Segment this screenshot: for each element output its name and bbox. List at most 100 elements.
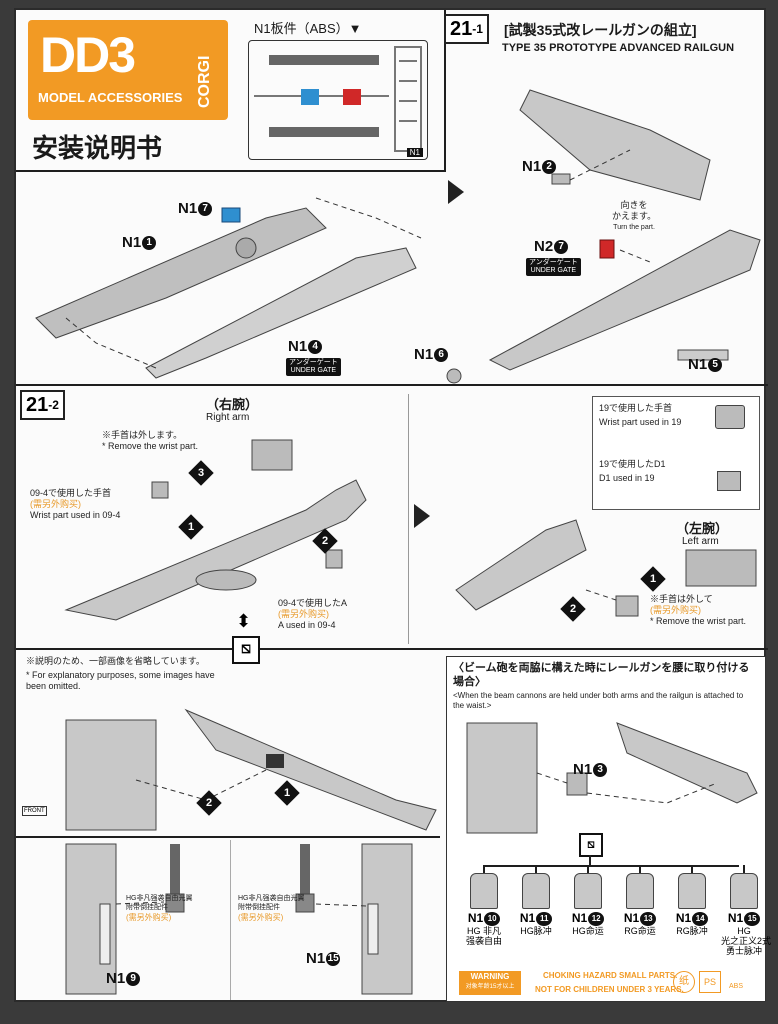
wrist19-callout: 19で使用した手首 Wrist part used in 19 19で使用したD… [592,396,760,510]
runner-sprue-diagram: N1 [248,40,428,160]
waist-title-en: <When the beam cannons are held under bo… [453,691,744,710]
hg-wing-note-a: HG非凡强袭自由光翼 附带倒挂配件 (需另外购买) [126,895,193,922]
railgun-assembly-right [446,89,761,384]
option-part-prefix: N1 [623,911,640,925]
right-arm-label-cn: （右腕） [206,397,259,412]
turn-part-note: 向きを かえます。 Turn the part. [612,200,657,231]
warning-text-1: CHOKING HAZARD SMALL PARTS. [543,971,678,980]
logo-letters: DD3 [40,27,136,83]
up-down-arrow-icon: ⬍ [236,611,252,631]
next-step-arrow-middle [414,504,430,528]
waist-title-jp: 〈ビーム砲を両脇に構えた時にレールガンを腰に取り付ける場合〉 [453,662,750,688]
divider-21-2-vertical [408,394,409,644]
option-stem [587,865,589,873]
option-part-number: 10 [484,911,501,926]
left-arm-label-cn: （左腕） [676,521,729,536]
step-badge-2: 2 [312,528,338,554]
waist-mount-illustration [65,708,437,831]
step-sub: -1 [472,22,483,36]
tree-trunk [589,855,591,865]
runner-label: N1板件（ABS）▼ [254,21,362,36]
warning-text-2: NOT FOR CHILDREN UNDER 3 YEARS. [535,985,684,994]
left-arm-label-en: Left arm [682,536,719,547]
railgun-left-arm-illustration [455,519,757,617]
mount-part-icon [522,873,550,909]
brand-logo: DD3 MODEL ACCESSORIES CORGI [28,20,228,120]
option-part-prefix: N1 [571,911,588,925]
option-stem [691,865,693,873]
tree-bar [483,865,739,867]
step-badge-3: 3 [188,460,214,486]
divider-21-1-bottom [16,384,768,386]
step-badge-waist-2: 2 [196,790,222,816]
d1-19-en: D1 used in 19 [599,473,655,483]
omitted-note-en: * For explanatory purposes, some images … [26,670,215,691]
remove-wrist-note: ※手首は外します。 * Remove the wrist part. [102,430,199,451]
option-part-number: 15 [744,911,761,926]
wing-mount-illustration-right [295,843,413,995]
d1-19-jp: 19で使用したD1 [599,459,666,469]
alternative-icon: ⧅ [232,636,260,664]
manual-title: 安装说明书 [32,133,163,163]
mount-part-icon [678,873,706,909]
runner-tag: N1 [406,148,423,157]
front-icon: FRONT [22,806,47,816]
option-part-prefix: N1 [675,911,692,925]
divider-bottom-left [16,836,440,838]
mount-part-icon [470,873,498,909]
wrist-part-icon [715,405,745,429]
paper-recycle-icon: 纸 [673,971,695,993]
mount-part-icon [730,873,758,909]
header-panel [16,10,446,172]
option-stem [639,865,641,873]
hg-wing-note-b: HG非凡强袭自由光翼 附带倒挂配件 (需另外购买) [238,895,305,922]
option-stem [483,865,485,873]
option-part-number: 11 [536,911,553,926]
option-part-prefix: N1 [727,911,744,925]
option-part-number: 13 [640,911,657,926]
section-title-en: TYPE 35 PROTOTYPE ADVANCED RAILGUN [502,42,735,54]
logo-subtitle: MODEL ACCESSORIES [38,90,183,105]
waist-option-box: 〈ビーム砲を両脇に構えた時にレールガンを腰に取り付ける場合〉 <When the… [446,656,771,1002]
option-label: RG脉冲 [676,925,708,936]
wrist19-jp: 19で使用した手首 [599,403,673,413]
option-stem [743,865,745,873]
wrist19-en: Wrist part used in 19 [599,417,682,427]
section-title-jp: [試製35式改レールガンの組立] [504,22,697,38]
omitted-note-jp: ※説明のため、一部画像を省略しています。 [26,656,205,666]
instruction-sheet: DD3 MODEL ACCESSORIES CORGI 安装说明书 N1板件（A… [14,8,771,1002]
step-number-21-1: 21-1 [444,14,489,44]
option-stem [535,865,537,873]
a17-note: 09-4で使用したA (需另外购买) A used in 09-4 [278,598,348,630]
step-number-21-2: 21-2 [20,390,65,420]
mount-part-icon [574,873,602,909]
option-label: RG命运 [624,925,656,936]
option-part-prefix: N1 [467,911,484,925]
option-part-number: 14 [692,911,709,926]
d1-part-icon [717,471,741,491]
option-part-prefix: N1 [519,911,536,925]
wing-mount-illustration-left [65,843,185,995]
wrist-09-note: 09-4で使用した手首 (需另外购买) Wrist part used in 0… [30,488,121,520]
warning-badge: WARNING 对象年龄15才以上 [459,971,521,995]
